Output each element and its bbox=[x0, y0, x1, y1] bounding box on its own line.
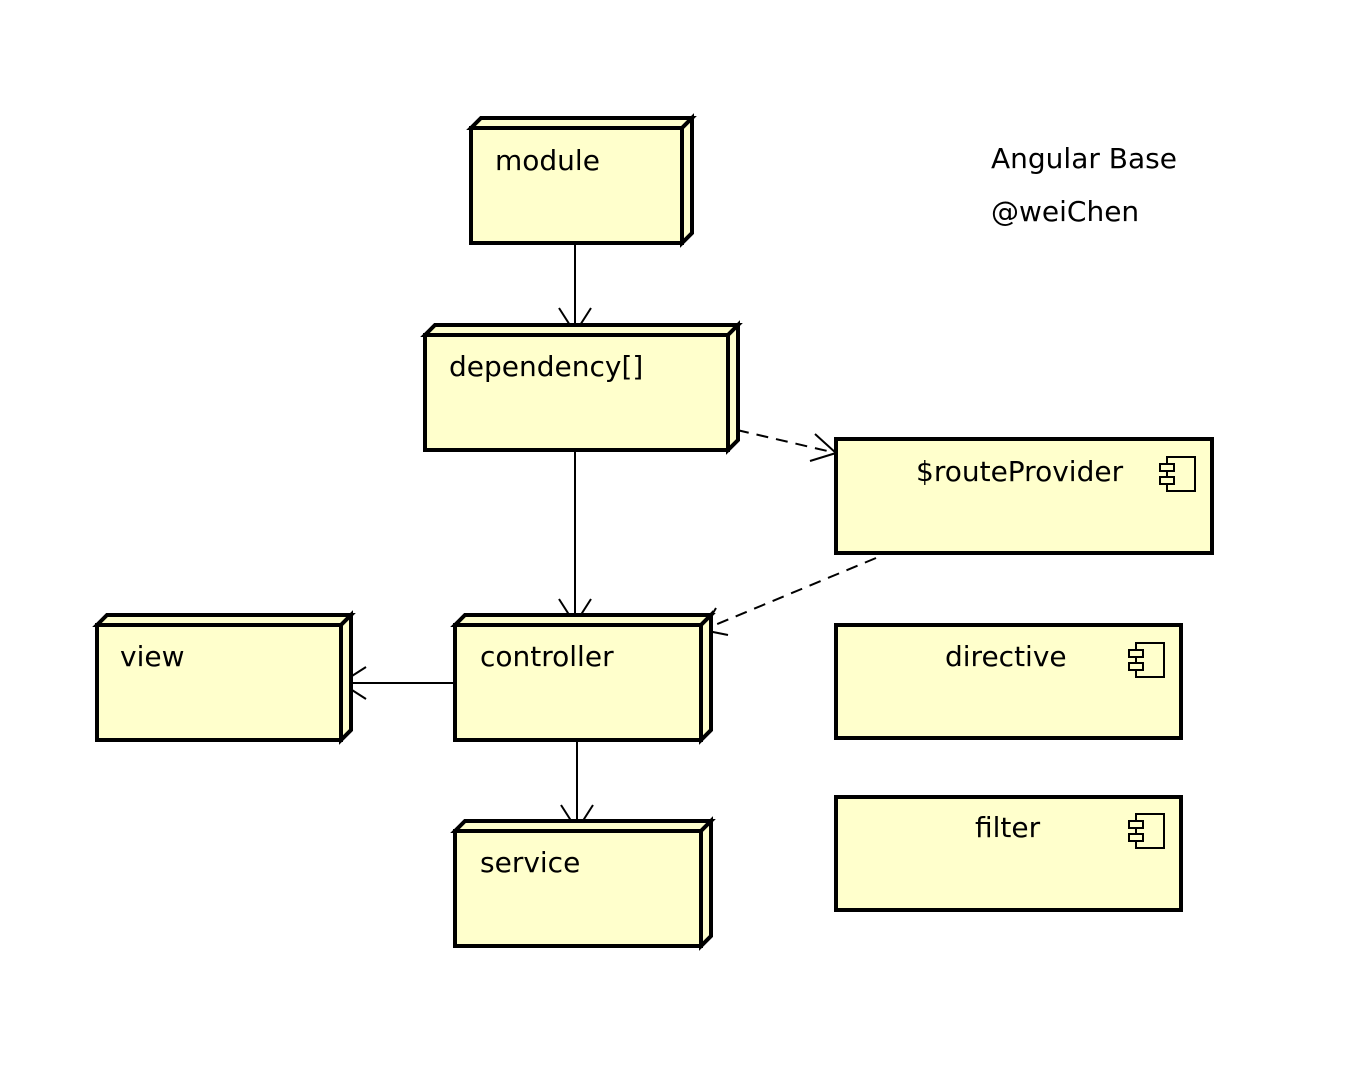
component-routeprovider[interactable]: $routeProvider bbox=[834, 437, 1214, 555]
component-routeprovider-label: $routeProvider bbox=[916, 455, 1124, 488]
node-service[interactable]: service bbox=[450, 816, 716, 951]
edge-module-to-dependency bbox=[558, 243, 592, 335]
node-dependency-label: dependency[] bbox=[449, 350, 643, 383]
component-filter-label: filter bbox=[975, 811, 1041, 844]
node-module-label: module bbox=[495, 144, 600, 177]
node-service-label: service bbox=[480, 846, 580, 879]
component-icon bbox=[1128, 813, 1165, 849]
edge-controller-to-view bbox=[339, 666, 455, 700]
component-directive-label: directive bbox=[945, 640, 1067, 673]
component-directive[interactable]: directive bbox=[834, 623, 1183, 740]
node-view-label: view bbox=[120, 640, 184, 673]
node-view[interactable]: view bbox=[92, 610, 356, 745]
node-controller-label: controller bbox=[480, 640, 614, 673]
component-filter[interactable]: filter bbox=[834, 795, 1183, 912]
edge-controller-to-service bbox=[560, 740, 594, 832]
diagram-author: @weiChen bbox=[991, 195, 1139, 228]
component-icon bbox=[1128, 642, 1165, 678]
diagram-title: Angular Base bbox=[991, 142, 1177, 175]
edge-dependency-to-routeprovider bbox=[736, 429, 838, 462]
component-icon bbox=[1159, 456, 1196, 492]
node-dependency[interactable]: dependency[] bbox=[420, 320, 743, 455]
edge-dependency-to-controller bbox=[558, 450, 592, 626]
node-controller[interactable]: controller bbox=[450, 610, 716, 745]
node-module[interactable]: module bbox=[466, 113, 697, 248]
